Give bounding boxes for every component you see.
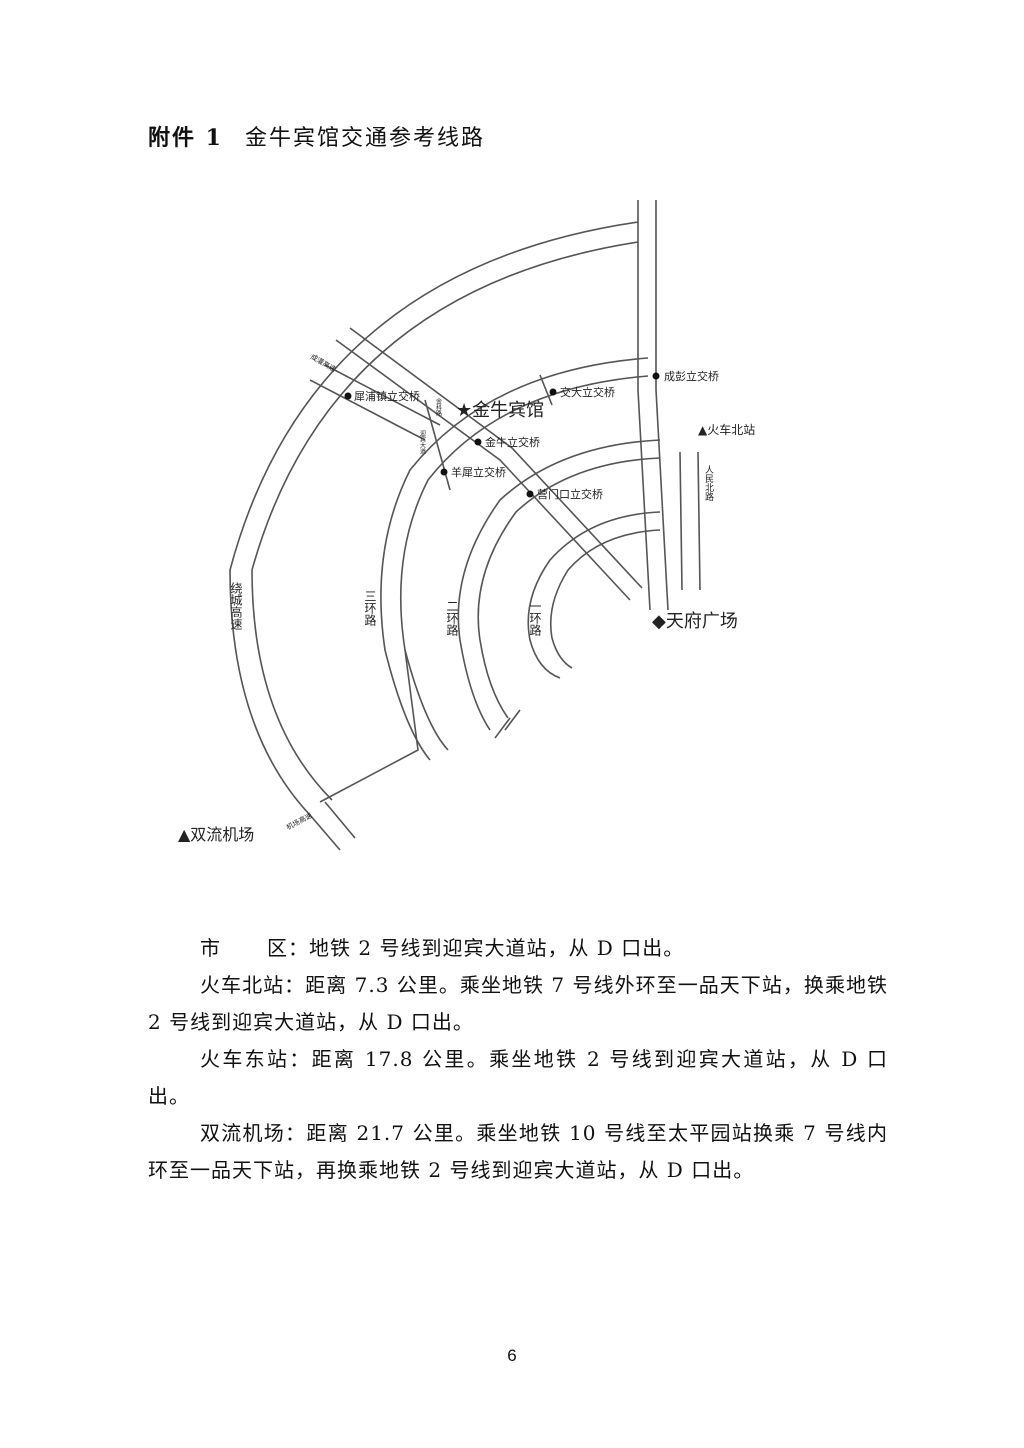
- ring3-west-connector: [319, 649, 419, 803]
- renmin-road-east: [697, 451, 701, 591]
- ring2-ticks: [494, 709, 521, 739]
- ring1-label: 一环路: [528, 600, 542, 637]
- yangxi-bridge-label: 羊犀立交桥: [451, 465, 506, 479]
- yingmenkou-bridge-label: 营门口立交桥: [537, 487, 603, 501]
- xipu-bridge-point: [344, 392, 352, 400]
- yingbin-road-label: 迎宾大道: [419, 429, 426, 455]
- north-road-east: [655, 200, 669, 611]
- attachment-title: 金牛宾馆交通参考线路: [244, 126, 485, 151]
- jinke-road: [424, 399, 451, 491]
- airport-road-east: [324, 801, 356, 839]
- ring-expressway-inner: [251, 241, 639, 801]
- attachment-label: 附件 1: [148, 125, 223, 151]
- route-map-svg: 犀浦镇立交桥 交大立交桥 成彭立交桥 金牛立交桥 羊犀立交桥 营门口立交桥 ★金…: [178, 200, 755, 851]
- route-downtown: 市区：地铁 2 号线到迎宾大道站，从 D 口出。: [200, 936, 685, 960]
- airport-expressway-label: 机场高速: [285, 811, 314, 832]
- north-road-west: [637, 200, 651, 611]
- yingmenkou-bridge-point: [526, 490, 534, 498]
- ring1-outer: [527, 511, 661, 679]
- ring1-inner: [549, 529, 661, 669]
- airport-label: ▲双流机场: [178, 825, 254, 844]
- ring3-outer: [380, 357, 649, 761]
- page-number: 6: [507, 1346, 517, 1365]
- diagonal-road-south: [349, 327, 643, 589]
- ring2-inner: [477, 457, 661, 719]
- yangxi-bridge-point: [440, 468, 448, 476]
- jiaoda-bridge-point: [549, 388, 557, 396]
- hotel-label: ★金牛宾馆: [456, 400, 544, 421]
- route-descriptions: 市区：地铁 2 号线到迎宾大道站，从 D 口出。 火车北站：距离 7.3 公里。…: [148, 930, 888, 1189]
- route-airport: 双流机场：距离 21.7 公里。乘坐地铁 10 号线至太平园站换乘 7 号线内环…: [148, 1121, 889, 1182]
- route-map: 犀浦镇立交桥 交大立交桥 成彭立交桥 金牛立交桥 羊犀立交桥 营门口立交桥 ★金…: [160, 190, 860, 890]
- renmin-north-road-label: 人民北路: [703, 465, 714, 502]
- tianfu-square-label: ◆天府广场: [652, 611, 738, 632]
- north-station-label: ▲火车北站: [698, 422, 755, 437]
- jiaoda-bridge-label: 交大立交桥: [560, 385, 615, 399]
- jinke-road-label: 金科路: [435, 397, 442, 417]
- route-east-station: 火车东站：距离 17.8 公里。乘坐地铁 2 号线到迎宾大道站，从 D 口出。: [148, 1047, 888, 1108]
- pixian-road-label: 成灌高速: [309, 352, 338, 374]
- ring-expressway-outer: [229, 221, 639, 816]
- xipu-bridge-label: 犀浦镇立交桥: [354, 389, 420, 403]
- renmin-road-west: [679, 451, 683, 591]
- ring3-inner: [399, 375, 649, 751]
- diagonal-road-north: [335, 339, 631, 601]
- ring2-label: 二环路: [445, 600, 459, 637]
- xipu-road-east: [324, 364, 441, 426]
- jinniu-bridge-label: 金牛立交桥: [485, 435, 540, 449]
- jinniu-bridge-point: [474, 438, 482, 446]
- ring3-label: 三环路: [363, 590, 377, 627]
- route-north-station: 火车北站：距离 7.3 公里。乘坐地铁 7 号线外环至一品天下站，换乘地铁 2 …: [148, 973, 889, 1034]
- page-heading: 附件 1 金牛宾馆交通参考线路: [148, 120, 485, 152]
- jiaoda-spur: [539, 374, 553, 406]
- chengpeng-bridge-point: [652, 372, 660, 380]
- ring2-outer: [457, 439, 661, 731]
- airport-road-west: [309, 814, 341, 851]
- xipu-road-west: [309, 379, 426, 441]
- chengpeng-bridge-label: 成彭立交桥: [664, 369, 719, 383]
- ring-expressway-label: 绕城高速: [229, 582, 243, 630]
